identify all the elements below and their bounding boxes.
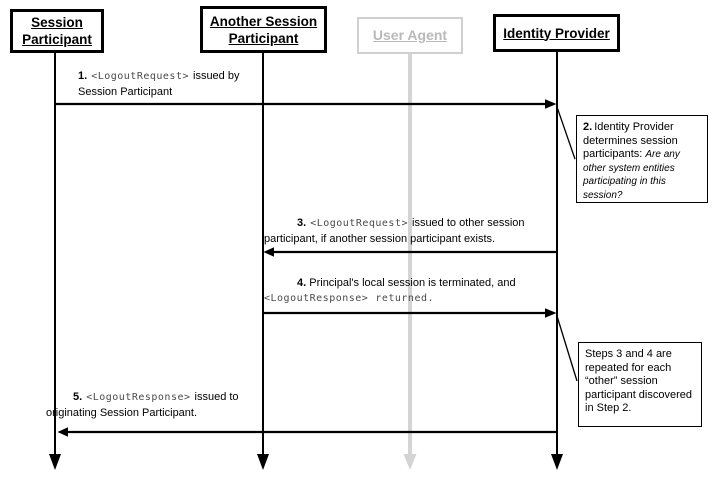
message-4-step-number: 4. xyxy=(297,277,307,289)
note-step-2-italic-question: Are any other system entities participat… xyxy=(583,149,680,201)
message-3-logout-request-code: <LogoutRequest> xyxy=(310,218,408,229)
message-4-label: 4. Principal's local session is terminat… xyxy=(264,276,559,306)
lifeline-end-arrow-session-participant xyxy=(49,454,61,470)
message-5-text: issued to xyxy=(194,391,239,403)
actor-box-identity-provider: Identity Provider xyxy=(493,14,620,52)
message-3-text: issued to other session xyxy=(412,217,525,229)
note-step-2-text: Identity Provider determines session par… xyxy=(583,121,678,160)
note-steps-repeat: Steps 3 and 4 are repeated for each “oth… xyxy=(578,342,702,427)
message-1-line2: Session Participant xyxy=(78,85,173,98)
message-1-step-number: 1. xyxy=(78,70,88,82)
message-4-line2: <LogoutResponse> returned. xyxy=(264,291,559,307)
message-1-text: issued by xyxy=(193,70,240,82)
note-2-connector xyxy=(556,106,576,160)
lifeline-end-arrow-another-session-participant xyxy=(257,454,269,470)
message-4-text: Principal's local session is terminated,… xyxy=(309,277,516,289)
message-5-arrowhead xyxy=(57,427,68,437)
message-3-label: 3.<LogoutRequest> issued to other session… xyxy=(264,216,559,246)
message-1-arrowhead xyxy=(545,99,557,109)
message-5-line1: 5.<LogoutResponse>issued to xyxy=(46,390,291,406)
actor-box-session-participant: Session Participant xyxy=(10,9,104,53)
message-3-step-number: 3. xyxy=(297,217,307,229)
note-step-2-number: 2. xyxy=(583,121,593,133)
actor-box-another-session-participant: Another Session Participant xyxy=(200,6,327,53)
note-steps-repeat-text: Steps 3 and 4 are repeated for each “oth… xyxy=(585,348,693,414)
message-1-logout-request-code: <LogoutRequest> xyxy=(91,71,189,82)
lifeline-end-arrow-user-agent xyxy=(403,454,417,470)
message-1-line1: 1.<LogoutRequest> issued by xyxy=(78,69,303,85)
message-5-logout-response-code: <LogoutResponse> xyxy=(86,392,191,403)
actor-label-session-participant: Session Participant xyxy=(22,15,92,47)
message-5-line2: originating Session Participant. xyxy=(46,406,198,419)
actor-box-user-agent: User Agent xyxy=(357,17,463,54)
message-3-line1: 3.<LogoutRequest> issued to other session xyxy=(264,216,559,232)
note-step-2: 2.Identity Provider determines session p… xyxy=(576,115,708,203)
actor-label-another-session-participant: Another Session Participant xyxy=(209,13,318,46)
note-repeat-connector xyxy=(556,315,578,382)
actor-label-user-agent: User Agent xyxy=(372,27,448,43)
message-5-step-number: 5. xyxy=(73,391,83,403)
message-4-logout-response-code: <LogoutResponse> xyxy=(264,292,369,304)
message-4-line1: 4. Principal's local session is terminat… xyxy=(264,276,559,291)
message-1-label: 1.<LogoutRequest> issued by Session Parti… xyxy=(78,69,303,99)
message-4-returned-text: returned. xyxy=(375,292,435,304)
message-3-arrowhead xyxy=(263,247,274,257)
message-4-arrowhead xyxy=(545,308,557,318)
lifeline-end-arrow-identity-provider xyxy=(551,454,563,470)
message-3-line2: participant, if another session particip… xyxy=(264,232,496,245)
actor-label-identity-provider: Identity Provider xyxy=(503,25,610,41)
message-5-label: 5.<LogoutResponse>issued to originating … xyxy=(46,390,291,420)
